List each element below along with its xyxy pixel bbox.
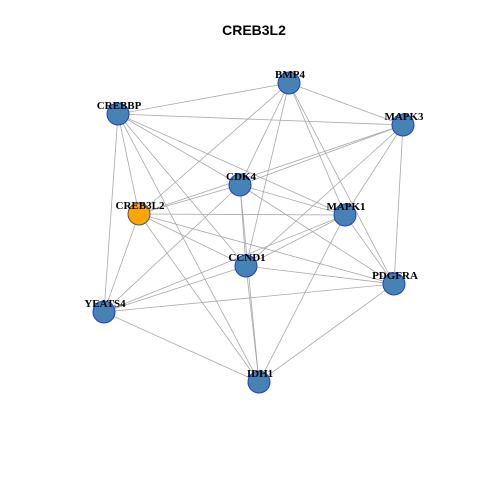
node-circle[interactable] — [277, 71, 301, 95]
edge-crebbp-idh1 — [117, 113, 260, 383]
node-circle[interactable] — [92, 300, 116, 324]
edge-crebbp-mapk1 — [117, 113, 346, 216]
node-crebbp[interactable]: CREBBP — [97, 100, 142, 126]
chart-title: CREB3L2 — [222, 22, 286, 38]
edge-mapk1-pdgfra — [344, 214, 395, 285]
edge-layer — [103, 82, 404, 383]
edge-creb3l2-pdgfra — [138, 213, 395, 285]
edge-cdk4-creb3l2 — [138, 184, 241, 215]
edge-yeats4-idh1 — [103, 311, 260, 383]
edge-creb3l2-ccnd1 — [138, 213, 247, 267]
node-cdk4[interactable]: CDK4 — [226, 171, 256, 197]
edge-mapk3-pdgfra — [393, 124, 404, 285]
edge-bmp4-mapk3 — [288, 82, 404, 126]
edge-bmp4-crebbp — [117, 82, 290, 115]
node-label: PDGFRA — [372, 270, 418, 282]
node-bmp4[interactable]: BMP4 — [275, 69, 305, 95]
node-mapk1[interactable]: MAPK1 — [326, 201, 366, 227]
node-label: CCND1 — [228, 252, 265, 264]
edge-ccnd1-pdgfra — [245, 265, 395, 285]
edge-crebbp-creb3l2 — [117, 113, 140, 215]
edge-mapk1-yeats4 — [103, 214, 346, 313]
edge-crebbp-cdk4 — [117, 113, 241, 186]
edge-creb3l2-yeats4 — [103, 213, 140, 313]
node-circle[interactable] — [234, 254, 258, 278]
edge-bmp4-cdk4 — [239, 82, 290, 186]
edge-creb3l2-idh1 — [138, 213, 260, 383]
edge-mapk1-ccnd1 — [245, 214, 346, 267]
node-circle[interactable] — [382, 272, 406, 296]
node-circle[interactable] — [391, 113, 415, 137]
edge-bmp4-mapk1 — [288, 82, 346, 216]
node-creb3l2[interactable]: CREB3L2 — [116, 200, 165, 226]
node-circle[interactable] — [228, 173, 252, 197]
edge-mapk3-mapk1 — [344, 124, 404, 216]
node-idh1[interactable]: IDH1 — [247, 368, 273, 394]
edge-mapk1-idh1 — [258, 214, 346, 383]
node-label: MAPK1 — [326, 201, 365, 213]
edge-crebbp-yeats4 — [103, 113, 119, 313]
edge-cdk4-yeats4 — [103, 184, 241, 313]
edge-pdgfra-yeats4 — [103, 283, 395, 313]
edge-cdk4-mapk1 — [239, 184, 346, 216]
node-label: BMP4 — [275, 69, 305, 81]
node-label: CREBBP — [97, 100, 142, 112]
node-label: IDH1 — [247, 368, 273, 380]
node-label: CDK4 — [226, 171, 256, 183]
node-pdgfra[interactable]: PDGFRA — [372, 270, 418, 296]
edge-crebbp-mapk3 — [117, 113, 404, 126]
edge-ccnd1-idh1 — [245, 265, 260, 383]
edge-mapk3-ccnd1 — [245, 124, 404, 267]
node-circle[interactable] — [247, 370, 271, 394]
node-circle[interactable] — [333, 203, 357, 227]
node-yeats4[interactable]: YEATS4 — [84, 298, 126, 324]
node-ccnd1[interactable]: CCND1 — [228, 252, 266, 278]
edge-pdgfra-idh1 — [258, 283, 395, 383]
edge-mapk3-creb3l2 — [138, 124, 404, 215]
edge-creb3l2-mapk1 — [138, 213, 346, 216]
node-label: CREB3L2 — [116, 200, 165, 212]
node-circle[interactable] — [127, 202, 151, 226]
node-label: MAPK3 — [384, 111, 424, 123]
edge-cdk4-idh1 — [239, 184, 260, 383]
edge-crebbp-ccnd1 — [117, 113, 247, 267]
node-mapk3[interactable]: MAPK3 — [384, 111, 424, 137]
edge-cdk4-pdgfra — [239, 184, 395, 285]
edge-bmp4-creb3l2 — [138, 82, 290, 215]
node-circle[interactable] — [106, 102, 130, 126]
edge-mapk3-cdk4 — [239, 124, 404, 186]
edge-bmp4-pdgfra — [288, 82, 395, 285]
node-label: YEATS4 — [84, 298, 126, 310]
edge-ccnd1-yeats4 — [103, 265, 247, 313]
